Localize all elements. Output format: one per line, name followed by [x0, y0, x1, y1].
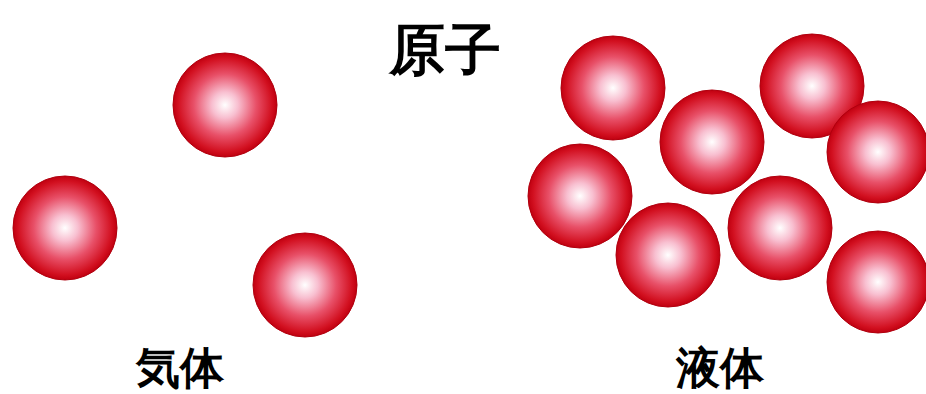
atom: [253, 233, 357, 337]
atom: [528, 144, 632, 248]
gas-atoms: [13, 53, 357, 337]
atom: [827, 101, 926, 203]
state-label: 気体: [136, 344, 224, 392]
liquid-atoms: [528, 34, 926, 333]
atom: [827, 231, 926, 333]
atom: [728, 176, 832, 280]
atom: [13, 176, 117, 280]
atom: [616, 203, 720, 307]
atom: [660, 90, 764, 194]
atom: [561, 36, 665, 140]
state-label: 液体: [676, 344, 764, 392]
diagram-title: 原子: [389, 19, 501, 81]
atom: [173, 53, 277, 157]
